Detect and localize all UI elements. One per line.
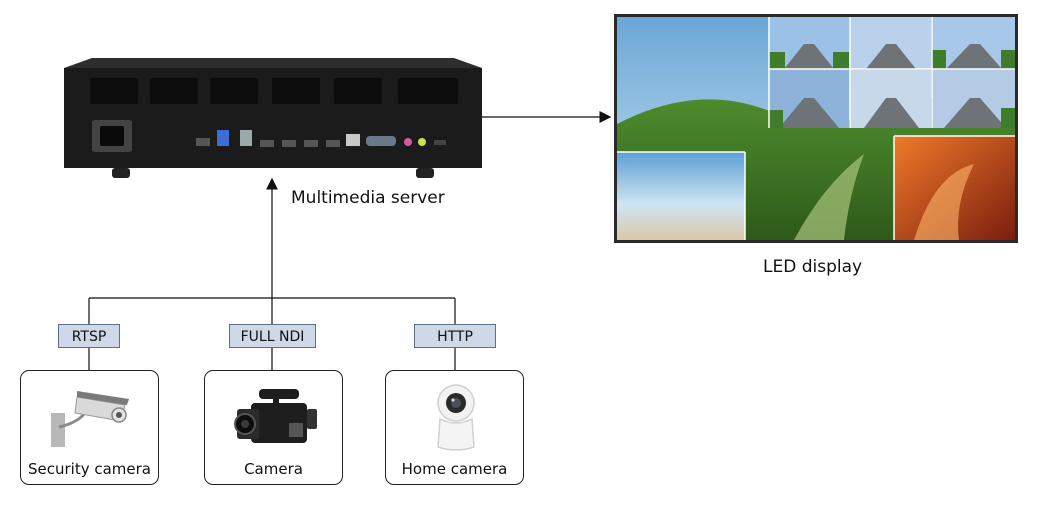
protocol-tag-http: HTTP [414,324,496,348]
server-label: Multimedia server [291,188,445,208]
home-camera-icon [437,384,475,451]
multimedia-server-device [64,58,482,178]
source-card-home-camera: Home camera [385,370,524,485]
protocol-tag-rtsp: RTSP [58,324,120,348]
source-label-camera: Camera [244,460,303,478]
source-card-camera: Camera [204,370,343,485]
source-card-security-camera: Security camera [20,370,159,485]
display-label: LED display [763,257,863,277]
video-camera-icon [234,389,317,443]
source-label-home-camera: Home camera [401,460,508,478]
protocol-tag-full-ndi: FULL NDI [229,324,316,348]
security-camera-icon [51,391,129,447]
led-display-screen [614,14,1018,243]
source-label-security-camera: Security camera [27,460,151,478]
